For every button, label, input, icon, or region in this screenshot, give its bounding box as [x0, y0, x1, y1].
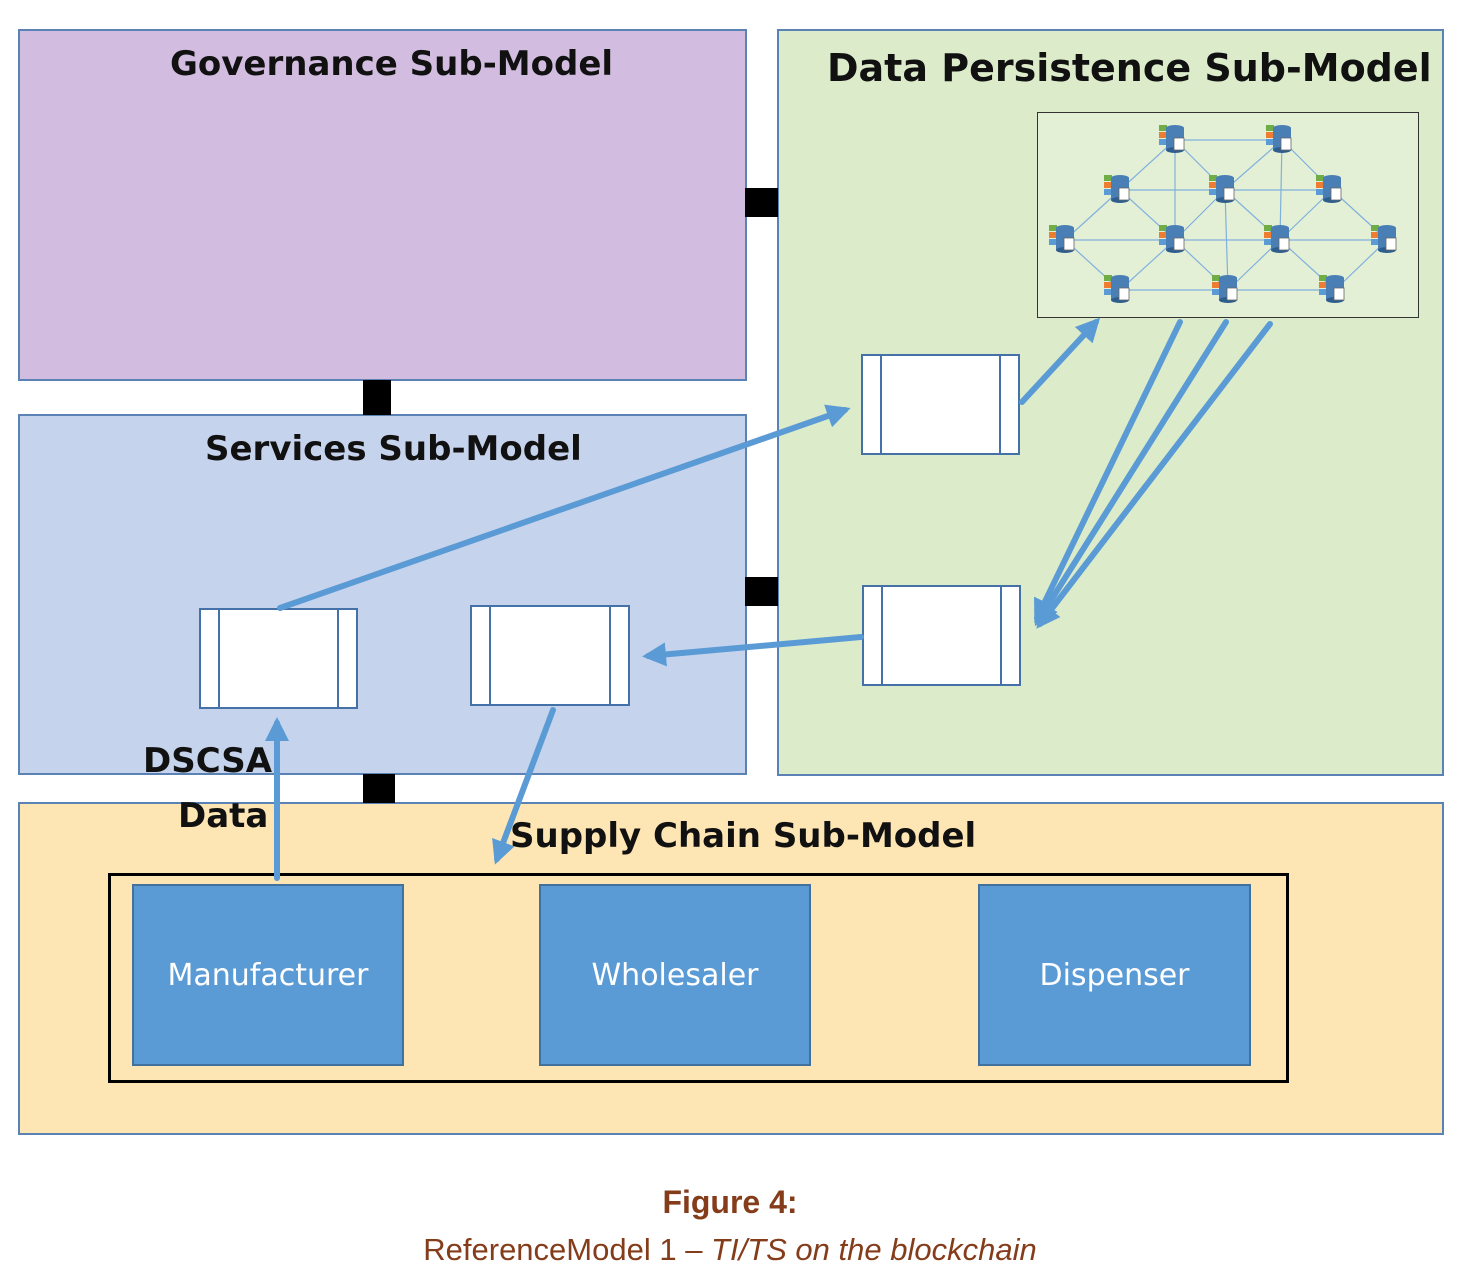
- caption-text: ReferenceModel 1 –: [423, 1232, 712, 1267]
- database-server-icon: [1103, 174, 1130, 204]
- database-server-icon: [1103, 274, 1130, 304]
- arrow-write-to-network: [1019, 317, 1101, 405]
- services-supply-connector: [363, 774, 395, 803]
- supply-chain-title: Supply Chain Sub-Model: [510, 816, 977, 856]
- database-server-icon: [1315, 174, 1342, 204]
- database-server-icon: [1318, 274, 1345, 304]
- caption-italic-text: TI/TS on the blockchain: [711, 1232, 1037, 1267]
- governance-title: Governance Sub-Model: [170, 44, 614, 84]
- network-nodes: [1048, 124, 1397, 304]
- arrow-read-to-query: [642, 634, 864, 667]
- database-server-icon: [1048, 224, 1075, 254]
- persistence-write-process: [861, 354, 1020, 455]
- figure-number: Figure 4:: [662, 1184, 798, 1220]
- data-persistence-title: Data Persistence Sub-Model: [827, 46, 1432, 90]
- services-submit-process: [199, 608, 358, 709]
- governance-panel: [18, 29, 747, 381]
- database-server-icon: [1263, 224, 1290, 254]
- governance-persistence-connector: [745, 188, 778, 217]
- database-server-icon: [1370, 224, 1397, 254]
- arrow-submit-to-write: [277, 404, 851, 611]
- dispenser-label: Dispenser: [1039, 957, 1190, 993]
- dscsa-label-line1: DSCSA: [143, 741, 273, 781]
- manufacturer-box: Manufacturer: [132, 884, 404, 1066]
- manufacturer-label: Manufacturer: [167, 957, 369, 993]
- network-edges: [1064, 139, 1388, 291]
- wholesaler-label: Wholesaler: [591, 957, 759, 993]
- database-server-icon: [1158, 224, 1185, 254]
- arrow-query-to-supply-chain: [492, 707, 556, 865]
- persistence-read-process: [862, 585, 1021, 686]
- services-title: Services Sub-Model: [205, 429, 582, 469]
- database-server-icon: [1208, 174, 1235, 204]
- governance-services-connector: [363, 380, 391, 415]
- services-persistence-connector: [745, 577, 778, 606]
- arrow-network-to-read-2: [1034, 319, 1229, 627]
- database-server-icon: [1265, 124, 1292, 154]
- services-query-process: [470, 605, 630, 706]
- database-server-icon: [1158, 124, 1185, 154]
- figure-caption: ReferenceModel 1 – TI/TS on the blockcha…: [0, 1232, 1460, 1268]
- arrow-network-to-read-1: [1034, 319, 1183, 624]
- dscsa-label-line2: Data: [178, 796, 269, 836]
- dispenser-box: Dispenser: [978, 884, 1251, 1066]
- database-server-icon: [1211, 274, 1238, 304]
- supply-chain-actors-frame: [108, 873, 1289, 1083]
- wholesaler-box: Wholesaler: [539, 884, 811, 1066]
- arrow-network-to-read-3: [1036, 321, 1273, 629]
